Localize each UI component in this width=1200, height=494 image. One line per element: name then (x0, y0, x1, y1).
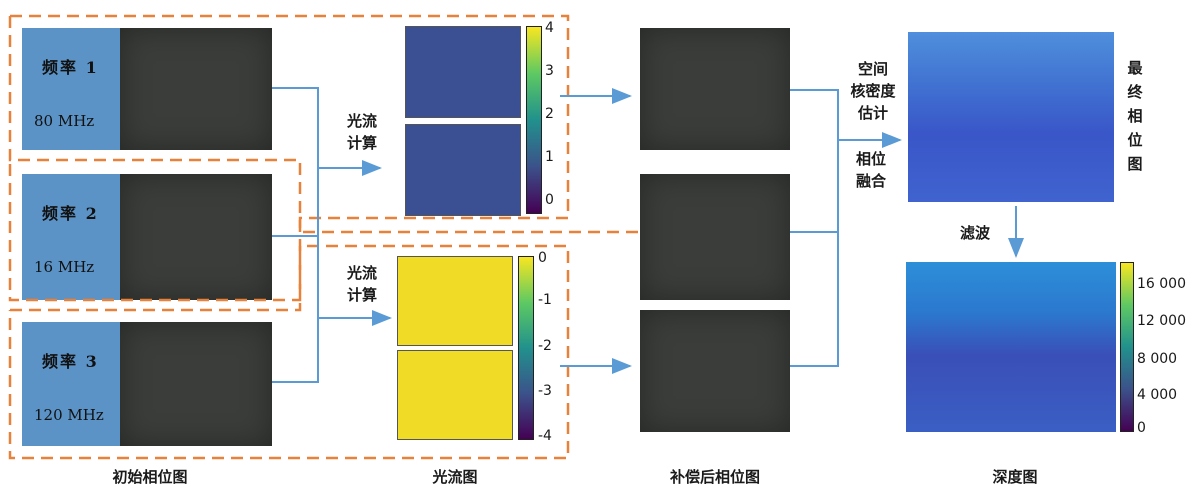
tick-flow-bottom-4: -4 (538, 428, 552, 444)
tick-flow-bottom-0: 0 (538, 250, 547, 266)
tick-depth-2: 8 000 (1137, 351, 1178, 367)
colorbar-flow-top (526, 26, 542, 214)
depth-image (906, 262, 1116, 432)
compensated-phase-image-1 (640, 28, 790, 150)
colorbar-depth (1120, 262, 1134, 432)
freq-box-2: 频率 2 16 MHz (22, 174, 120, 300)
freq-label-3: 频率 3 (42, 352, 99, 371)
colorbar-flow-bottom (518, 256, 534, 440)
compensated-phase-image-2 (640, 174, 790, 300)
freq-box-3: 频率 3 120 MHz (22, 322, 120, 446)
tick-depth-0: 16 000 (1137, 276, 1186, 292)
final-phase-image (908, 32, 1114, 202)
label-kde: 空间 核密度 估计 (850, 60, 896, 122)
tick-flow-top-4: 0 (545, 192, 554, 208)
label-optical-flow-calc-2: 光流 计算 (346, 264, 377, 304)
label-phase-fusion: 相位 融合 (855, 150, 886, 190)
tick-flow-bottom-2: -2 (538, 338, 552, 354)
initial-phase-image-1 (120, 28, 272, 150)
freq-mhz-1: 80 MHz (34, 112, 95, 130)
optical-flow-image-4 (397, 350, 513, 440)
freq-label-2: 频率 2 (42, 204, 99, 223)
optical-flow-image-3 (397, 256, 513, 346)
freq-mhz-3: 120 MHz (34, 406, 104, 424)
freq-label-1: 频率 1 (42, 58, 99, 77)
freq-mhz-2: 16 MHz (34, 258, 95, 276)
optical-flow-image-2 (405, 124, 521, 216)
tick-flow-top-3: 1 (545, 149, 554, 165)
label-optical-flow-calc-1: 光流 计算 (346, 112, 377, 152)
initial-phase-image-2 (120, 174, 272, 300)
label-filter: 滤波 (959, 224, 990, 242)
tick-flow-bottom-1: -1 (538, 292, 552, 308)
freq-box-1: 频率 1 80 MHz (22, 28, 120, 150)
tick-flow-top-1: 3 (545, 63, 554, 79)
optical-flow-image-1 (405, 26, 521, 118)
label-final-phase: 最 终 相 位 图 (1127, 59, 1143, 173)
compensated-phase-image-3 (640, 310, 790, 432)
caption-optical-flow: 光流图 (432, 468, 478, 486)
caption-depth: 深度图 (992, 468, 1038, 486)
caption-initial-phase: 初始相位图 (112, 468, 188, 486)
tick-depth-4: 0 (1137, 420, 1146, 436)
tick-flow-top-0: 4 (545, 20, 554, 36)
initial-phase-image-3 (120, 322, 272, 446)
caption-compensated-phase: 补偿后相位图 (669, 468, 760, 486)
tick-depth-3: 4 000 (1137, 387, 1178, 403)
tick-flow-top-2: 2 (545, 106, 554, 122)
tick-depth-1: 12 000 (1137, 313, 1186, 329)
tick-flow-bottom-3: -3 (538, 383, 552, 399)
